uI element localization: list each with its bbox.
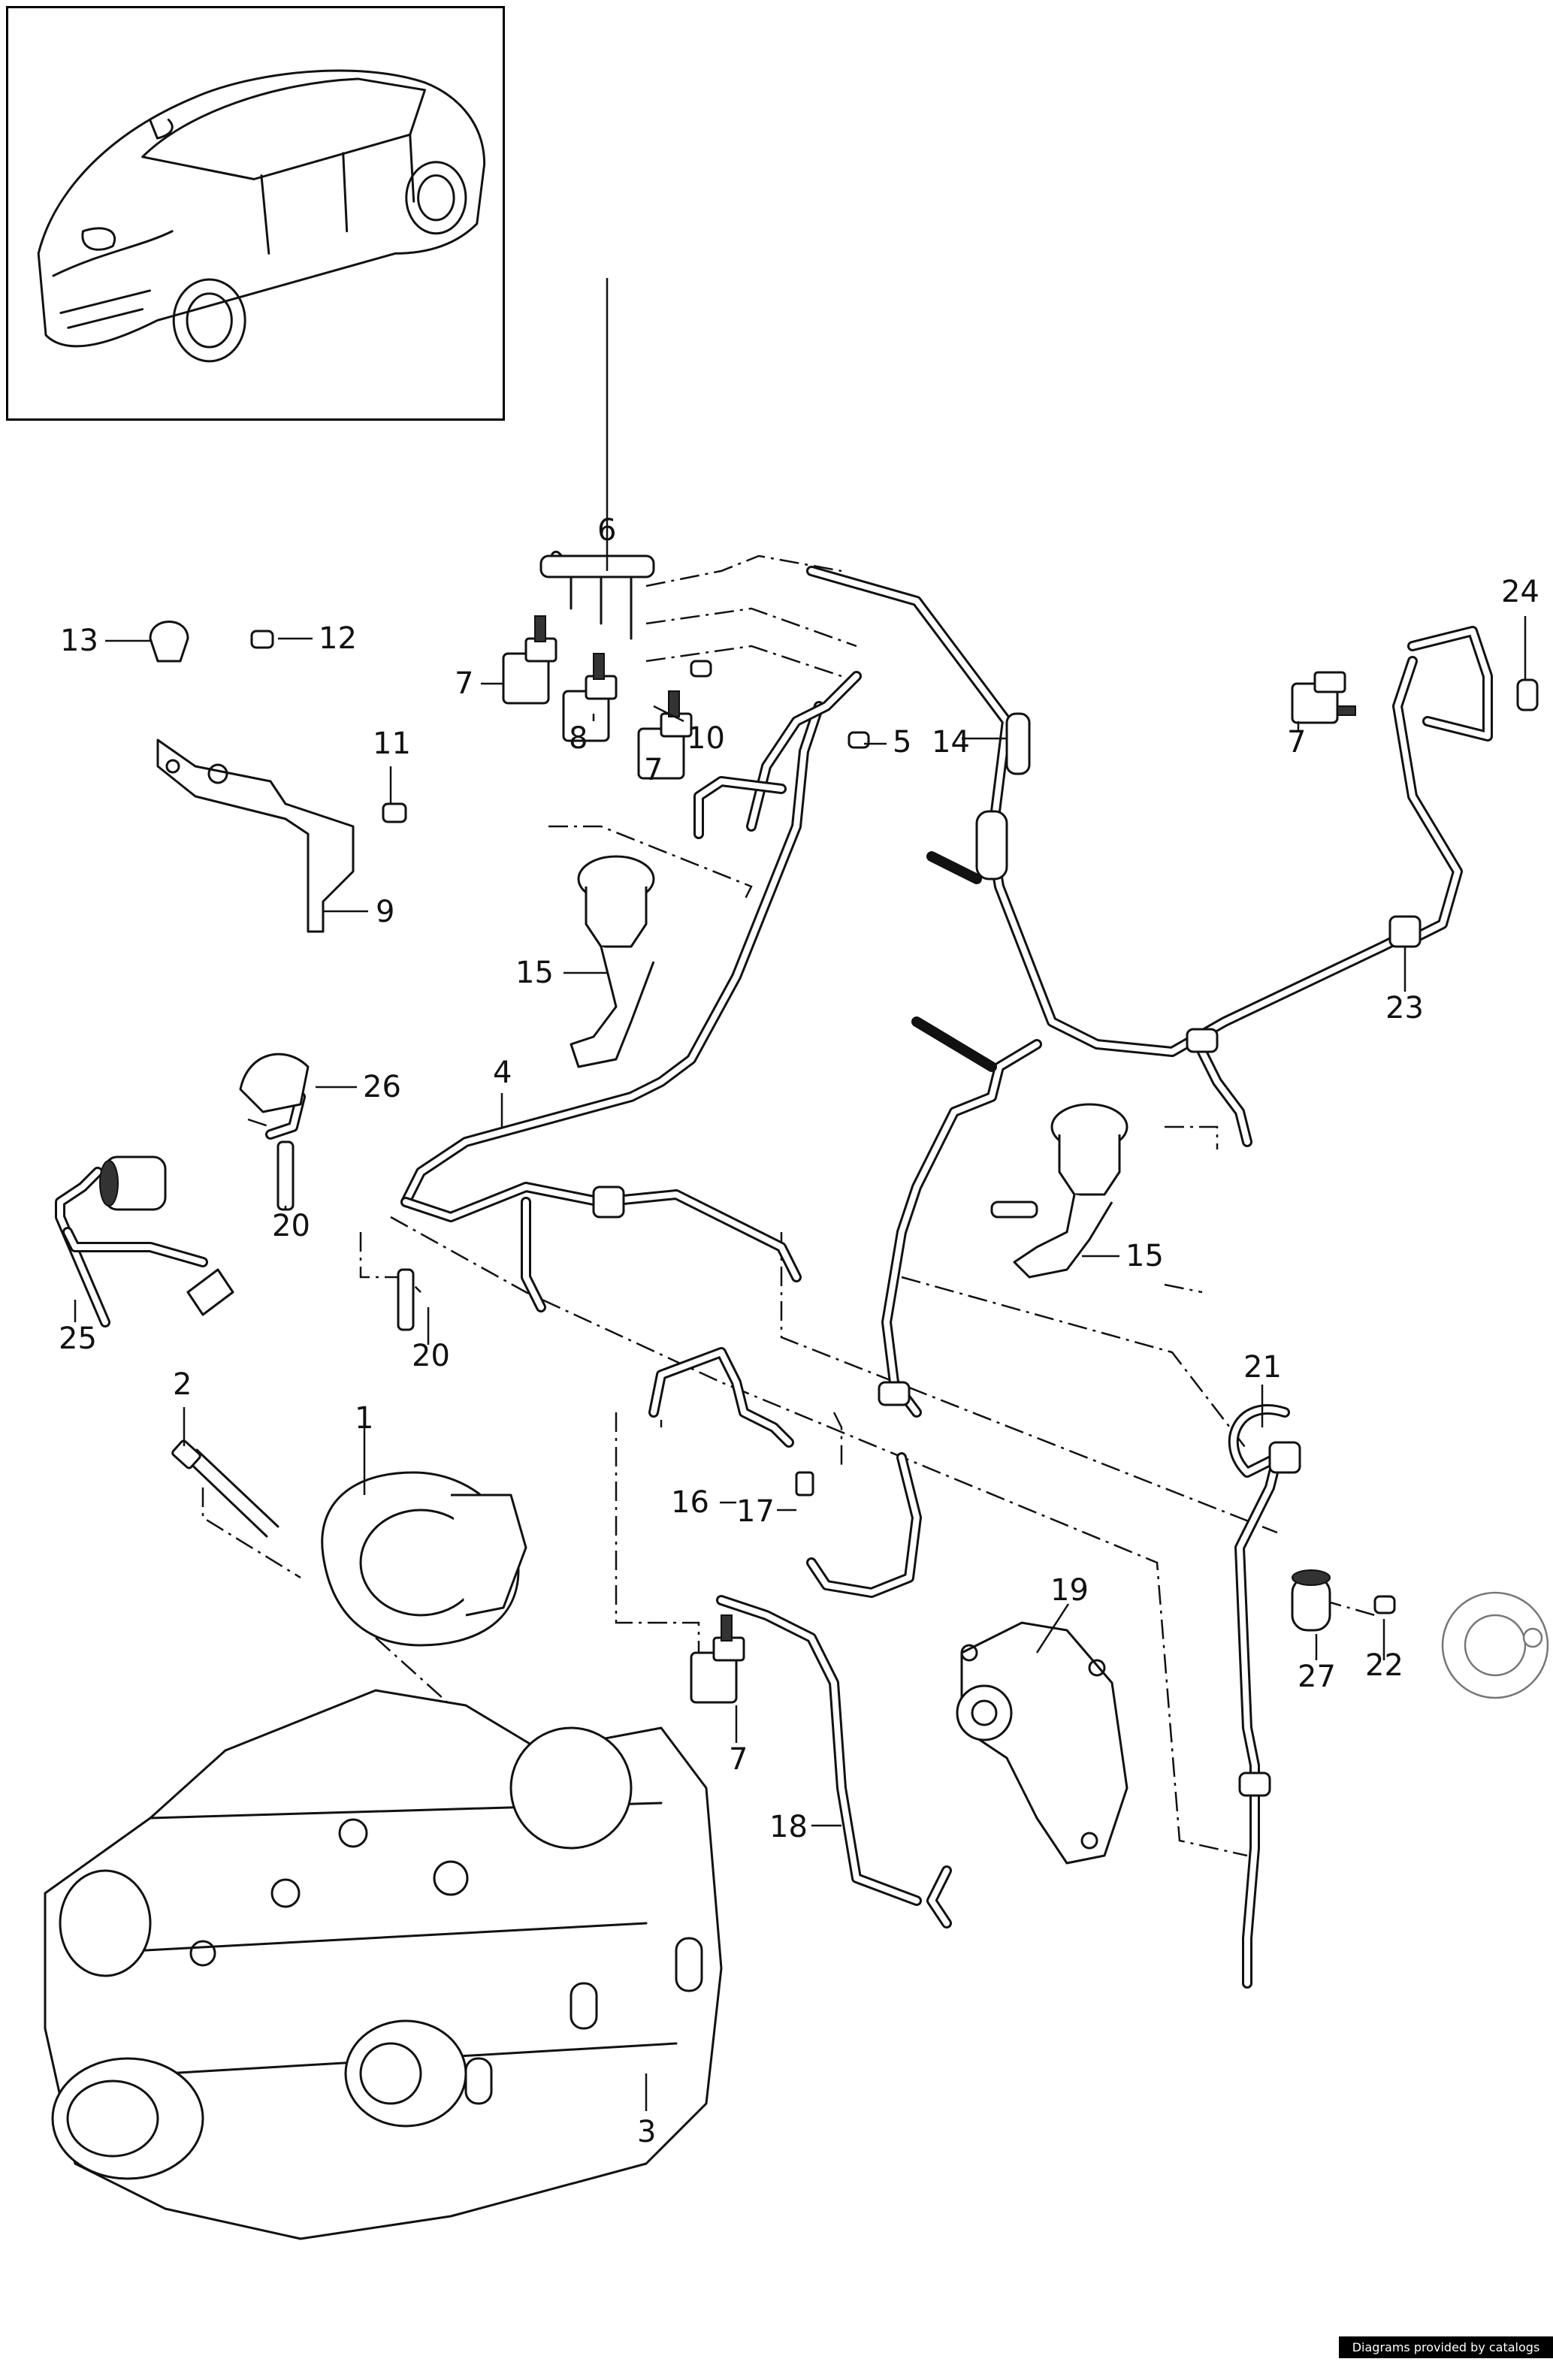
callout-16: 16 [671, 1485, 709, 1520]
callout-19: 19 [1050, 1573, 1089, 1608]
hose-runs [55, 551, 1493, 1989]
callout-3: 3 [637, 2115, 657, 2149]
callout-14: 14 [932, 725, 970, 760]
callout-25: 25 [59, 1321, 97, 1356]
supercharger [44, 1689, 723, 2240]
callout-7-lower: 7 [729, 1742, 748, 1777]
callout-1: 1 [355, 1401, 374, 1436]
pressure-sensor [99, 1053, 310, 1316]
callout-8: 8 [569, 721, 588, 756]
callout-5: 5 [893, 725, 912, 760]
callout-2: 2 [173, 1367, 192, 1402]
fasteners [149, 621, 1539, 1614]
callout-24: 24 [1501, 575, 1539, 609]
long-bolt [171, 1439, 279, 1538]
callout-10: 10 [687, 721, 725, 756]
callout-18: 18 [769, 1810, 808, 1844]
water-pump [956, 1621, 1128, 1865]
distribution-pipe [539, 554, 655, 640]
callout-9: 9 [376, 895, 395, 929]
callout-4: 4 [493, 1056, 512, 1090]
callout-15-right: 15 [1125, 1239, 1164, 1273]
callout-22: 22 [1365, 1648, 1403, 1683]
solenoid-valves [502, 615, 1356, 1704]
check-valves [570, 855, 1128, 1279]
callout-7-upper-right: 7 [1287, 725, 1307, 760]
leader-lines [74, 278, 1527, 2111]
bracket [156, 738, 355, 933]
callout-7-upper-left: 7 [455, 666, 474, 701]
vacuum-pump [1441, 1591, 1549, 1699]
callout-26: 26 [363, 1070, 401, 1104]
callout-13: 13 [60, 624, 98, 658]
callout-7-upper-center: 7 [644, 753, 663, 787]
vehicle-inset [6, 6, 505, 421]
callout-20-upper: 20 [272, 1209, 310, 1243]
throttle-body [321, 1471, 527, 1647]
vehicle-illustration [37, 69, 486, 363]
callout-21: 21 [1243, 1350, 1282, 1385]
callout-11: 11 [373, 726, 411, 761]
callout-23: 23 [1385, 991, 1424, 1025]
callout-17: 17 [736, 1494, 775, 1529]
callout-15-left: 15 [515, 956, 554, 990]
connectors [592, 712, 1422, 1797]
callout-27: 27 [1298, 1660, 1336, 1694]
callout-20-lower: 20 [412, 1339, 450, 1373]
credit-label: Diagrams provided by catalogs parts [1339, 2336, 1553, 2376]
callout-12: 12 [319, 621, 357, 656]
callout-6: 6 [597, 513, 617, 548]
